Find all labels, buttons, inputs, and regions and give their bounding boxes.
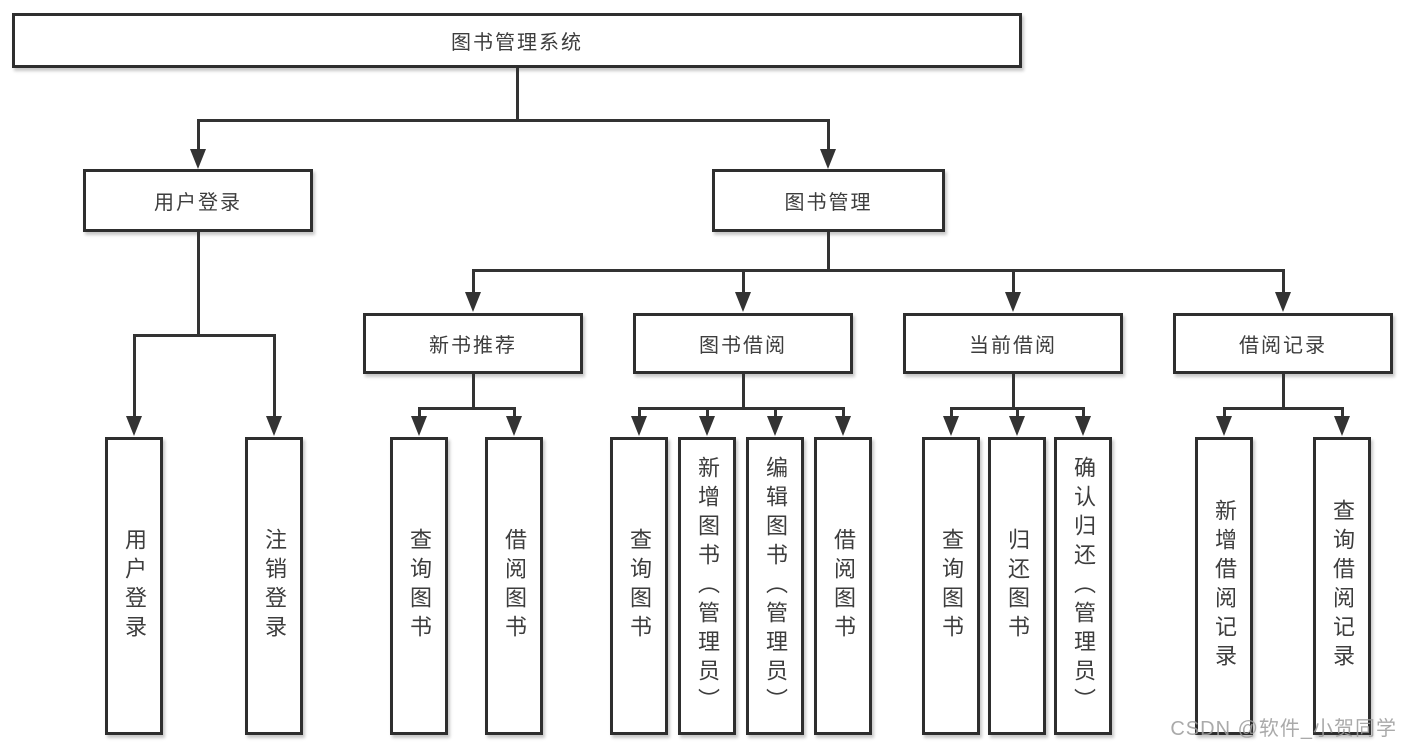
leaf-user-login: 用户登录 [105, 437, 163, 735]
connector-drop [705, 408, 709, 416]
leaf-borrow-query-books: 查询图书 [610, 437, 668, 735]
connector-stem [826, 232, 830, 271]
node-book-management: 图书管理 [712, 169, 945, 232]
arrow-down-icon [943, 416, 959, 436]
connector-stem [196, 232, 200, 336]
connector-drop [417, 408, 421, 416]
connector-drop [1222, 408, 1226, 416]
connector-stem [1011, 374, 1015, 409]
arrow-down-icon [190, 149, 206, 169]
connector-drop [1281, 270, 1285, 292]
node-current-borrowing: 当前借阅 [903, 313, 1123, 374]
arrow-down-icon [631, 416, 647, 436]
node-user-login: 用户登录 [83, 169, 313, 232]
node-library-management-system: 图书管理系统 [12, 13, 1022, 68]
leaf-newbooks-query-books: 查询图书 [390, 437, 448, 735]
leaf-records-add-record: 新增借阅记录 [1195, 437, 1253, 735]
connector-bar [471, 268, 1285, 272]
node-new-book-recommend: 新书推荐 [363, 313, 583, 374]
connector-drop [471, 270, 475, 292]
connector-drop [1081, 408, 1085, 416]
connector-bar [196, 118, 830, 122]
arrow-down-icon [1075, 416, 1091, 436]
leaf-borrow-edit-books-admin: 编辑图书（管理员） [746, 437, 804, 735]
leaf-borrow-add-books-admin: 新增图书（管理员） [678, 437, 736, 735]
arrow-down-icon [820, 149, 836, 169]
arrow-down-icon [126, 416, 142, 436]
connector-drop [949, 408, 953, 416]
leaf-borrow-borrow-books: 借阅图书 [814, 437, 872, 735]
leaf-current-confirm-return-admin: 确认归还（管理员） [1054, 437, 1112, 735]
arrow-down-icon [266, 416, 282, 436]
arrow-down-icon [1005, 292, 1021, 312]
connector-drop [841, 408, 845, 416]
arrow-down-icon [506, 416, 522, 436]
connector-drop [637, 408, 641, 416]
leaf-logout: 注销登录 [245, 437, 303, 735]
connector-drop [1015, 408, 1019, 416]
node-book-borrowing: 图书借阅 [633, 313, 853, 374]
arrow-down-icon [699, 416, 715, 436]
connector-drop [773, 408, 777, 416]
connector-stem [515, 68, 519, 121]
connector-bar [417, 406, 516, 410]
connector-stem [1281, 374, 1285, 409]
arrow-down-icon [767, 416, 783, 436]
arrow-down-icon [1216, 416, 1232, 436]
leaf-newbooks-borrow-books: 借阅图书 [485, 437, 543, 735]
connector-drop [1340, 408, 1344, 416]
arrow-down-icon [1275, 292, 1291, 312]
connector-drop [1011, 270, 1015, 292]
connector-drop [196, 120, 200, 149]
leaf-records-query-record: 查询借阅记录 [1313, 437, 1371, 735]
csdn-watermark: CSDN @软件_小贺同学 [1170, 718, 1397, 740]
arrow-down-icon [735, 292, 751, 312]
connector-bar [637, 406, 845, 410]
connector-stem [741, 374, 745, 409]
arrow-down-icon [835, 416, 851, 436]
arrow-down-icon [465, 292, 481, 312]
connector-bar [132, 333, 276, 337]
node-borrowing-records: 借阅记录 [1173, 313, 1393, 374]
leaf-current-query-books: 查询图书 [922, 437, 980, 735]
arrow-down-icon [1334, 416, 1350, 436]
connector-drop [741, 270, 745, 292]
arrow-down-icon [1009, 416, 1025, 436]
connector-drop [826, 120, 830, 149]
connector-drop [132, 335, 136, 416]
connector-drop [512, 408, 516, 416]
connector-bar [1222, 406, 1344, 410]
arrow-down-icon [411, 416, 427, 436]
connector-stem [471, 374, 475, 409]
connector-drop [272, 335, 276, 416]
leaf-current-return-books: 归还图书 [988, 437, 1046, 735]
